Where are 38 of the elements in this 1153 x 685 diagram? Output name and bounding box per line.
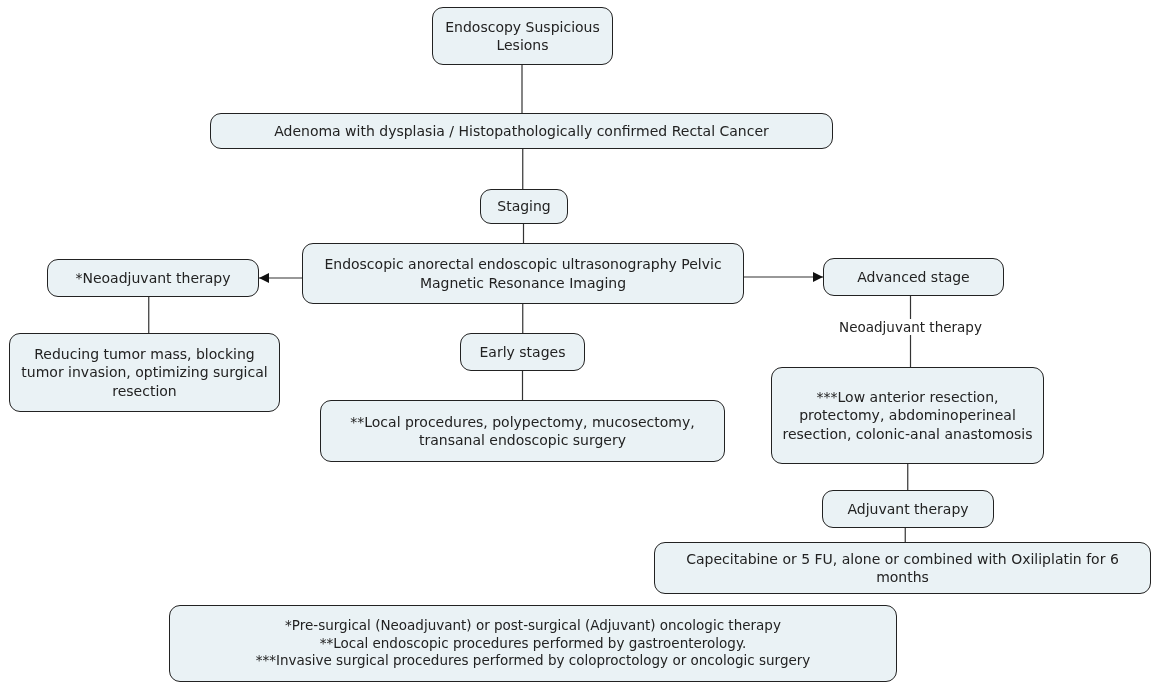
process-box: [771, 367, 1044, 464]
node-text: Capecitabine or 5 FU, alone or combined with Oxiliplatin for 6 months: [685, 549, 1120, 587]
node-text: Staging: [497, 197, 551, 216]
process-box: [47, 259, 259, 297]
connector-line: [522, 303, 524, 334]
node-text: Endoscopic anorectal endoscopic ultrasonography Pelvic Magnetic Resonance Imaging: [323, 255, 723, 292]
node-text: ***Invasive surgical procedures performed by coloproctology or oncologic surgery: [255, 652, 811, 670]
process-box: [823, 258, 1004, 296]
connector-line: [148, 296, 150, 334]
connector-line: [522, 223, 525, 244]
node-text: *Pre-surgical (Neoadjuvant) or post-surgical (Adjuvant) oncologic therapy: [285, 617, 781, 635]
connector-line: [522, 148, 524, 190]
node-text: ***Low anterior resection, protectomy, abdominoperineal resection, colonic-anal anastomosis: [781, 388, 1034, 443]
node-text: **Local endoscopic procedures performed by gastroenterology.: [319, 634, 747, 653]
connector-line: [521, 370, 524, 401]
process-box: [822, 490, 994, 528]
process-box: [654, 542, 1151, 594]
node-text: Adjuvant therapy: [847, 499, 969, 519]
process-box: [210, 113, 833, 149]
connector-line: [521, 64, 523, 114]
node-text: Early stages: [479, 342, 566, 362]
process-box: [302, 243, 744, 304]
node-text: **Local procedures, polypectomy, mucosectomy, transanal endoscopic surgery: [349, 412, 696, 450]
node-text: Reducing tumor mass, blocking tumor invasion, optimizing surgical resection: [20, 345, 269, 400]
process-box: [480, 189, 568, 224]
node-text: Adenoma with dysplasia / Histopathologically confirmed Rectal Cancer: [274, 121, 769, 141]
arrow: [258, 273, 303, 283]
node-text: Advanced stage: [857, 267, 970, 287]
process-box: [9, 333, 280, 412]
node-text: Endoscopy Suspicious Lesions: [444, 17, 601, 55]
connector-line: [907, 463, 909, 491]
edge-label: Neoadjuvant therapy: [837, 318, 984, 335]
process-box: [432, 7, 613, 65]
node-text: *Neoadjuvant therapy: [75, 268, 231, 288]
process-box: [460, 333, 585, 371]
arrow: [743, 272, 824, 282]
process-box: [320, 400, 725, 462]
process-box: [169, 605, 897, 682]
